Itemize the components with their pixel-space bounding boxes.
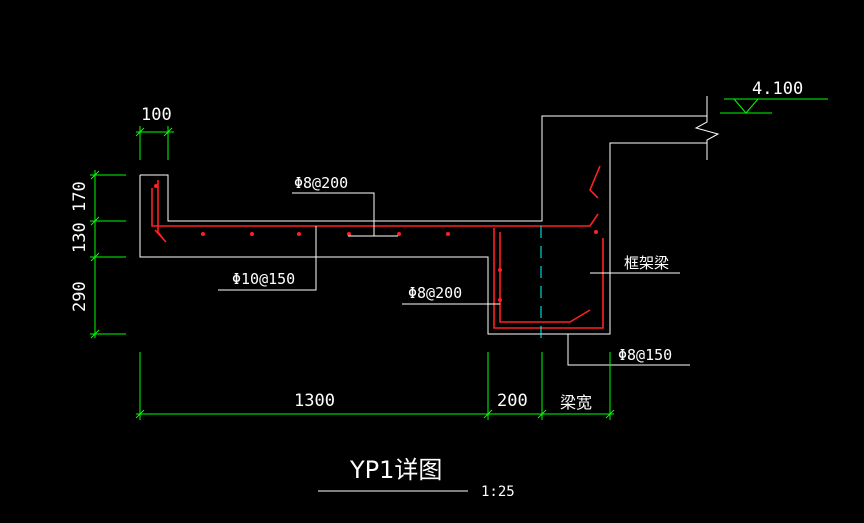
rebar-group — [151, 165, 604, 329]
drawing-title: YP1详图 — [349, 456, 442, 484]
rebar-dots — [154, 184, 598, 302]
diag-hook — [154, 229, 167, 243]
dim-width2: 200 — [497, 391, 528, 411]
dim-beam-width: 梁宽 — [560, 393, 592, 412]
elevation-value: 4.100 — [752, 79, 803, 99]
stirrup-hook — [499, 232, 591, 323]
dimension-lines — [90, 98, 828, 420]
label-rebar-bottom: Φ10@150 — [232, 270, 295, 288]
dim-h2: 130 — [70, 222, 90, 253]
dim-h3: 290 — [70, 281, 90, 312]
dim-length: 1300 — [294, 391, 335, 411]
label-frame-beam: 框架梁 — [624, 254, 669, 272]
top-slab-rebar — [151, 188, 599, 227]
label-rebar-mid: Φ8@200 — [408, 284, 462, 302]
drawing-scale: 1:25 — [481, 484, 515, 500]
label-rebar-top: Φ8@200 — [294, 174, 348, 192]
concrete-outline — [139, 96, 720, 335]
leader-lines — [218, 192, 690, 492]
slab-hook — [157, 180, 165, 241]
dim-top-width: 100 — [141, 105, 172, 125]
beam-top-hook — [589, 165, 601, 199]
dim-h1: 170 — [70, 181, 90, 212]
beam-stirrup — [493, 228, 604, 329]
label-stirrup: Φ8@150 — [618, 346, 672, 364]
